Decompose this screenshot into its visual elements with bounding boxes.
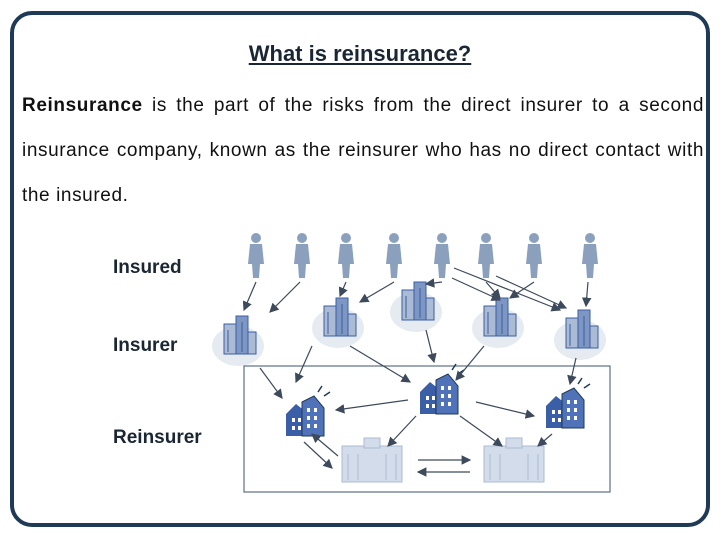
label-insured: Insured (113, 257, 182, 278)
insurer-building-icon (211, 281, 607, 367)
insured-person-icon (248, 233, 598, 278)
reinsurance-diagram (211, 233, 611, 493)
label-insurer: Insurer (113, 335, 178, 356)
reinsurer-building-icon (285, 363, 591, 483)
slide-title: What is reinsurance? (248, 41, 472, 66)
reinsurer-box (243, 365, 611, 493)
definition-text: is the part of the risks from the direct… (22, 95, 704, 206)
flow-arrows (242, 267, 592, 477)
label-reinsurer: Reinsurer (113, 427, 202, 448)
definition-term: Reinsurance (22, 95, 143, 116)
definition-paragraph: Reinsurance is the part of the risks fro… (22, 83, 704, 218)
